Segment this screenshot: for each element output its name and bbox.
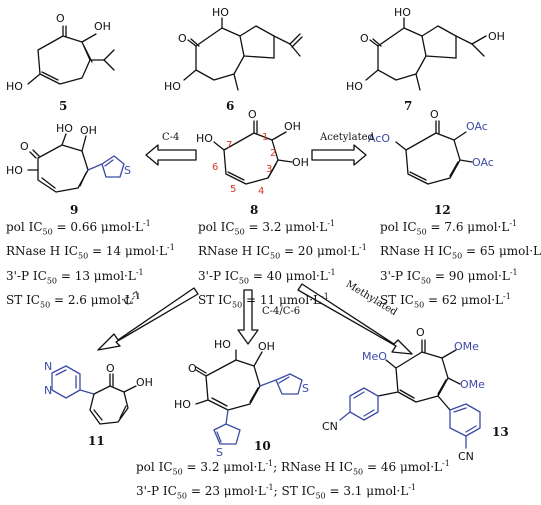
- compound-5-structure: O OH HO: [6, 12, 115, 93]
- arrow-c4c6: C-4/C-6: [237, 289, 300, 345]
- atom-label: O: [178, 32, 187, 45]
- ring-number: 3: [266, 164, 272, 175]
- atom-label: HO: [212, 6, 229, 19]
- compound-label-9: 9: [70, 203, 78, 217]
- compound-6-structure: HO O HO: [164, 6, 303, 93]
- atom-label: OMe: [454, 340, 479, 353]
- atom-label: HO: [174, 398, 191, 411]
- atom-label: HO: [214, 338, 231, 351]
- ic50-value: RNase H IC50 = 20 μmol·L-1: [198, 243, 367, 261]
- compound-label-6: 6: [226, 99, 234, 113]
- ic50-value: ST IC50 = 62 μmol·L-1: [380, 292, 511, 310]
- ring-number: 1: [262, 132, 268, 143]
- atom-label: N: [44, 360, 52, 373]
- ic50-value: RNase H IC50 = 14 μmol·L-1: [6, 243, 175, 261]
- compound-label-13: 13: [492, 425, 509, 439]
- compound-label-7: 7: [404, 99, 412, 113]
- atom-label: O: [416, 326, 425, 339]
- atom-label: CN: [322, 420, 338, 433]
- ring-number: 6: [212, 162, 218, 173]
- ring-number: 4: [258, 186, 264, 197]
- ic50-value: RNase H IC50 = 46 μmol·L-1: [280, 459, 450, 477]
- arrow-c4: C-4: [145, 132, 197, 166]
- compound-8-structure: O OH HO OH 1 2 3 4 5 6 7: [196, 108, 309, 197]
- ic50-value: ST IC50 = 2.6 μmol·L-1: [6, 292, 141, 310]
- atom-label: OH: [94, 20, 111, 33]
- ic50-value: 3'-P IC50 = 13 μmol·L-1: [6, 267, 144, 286]
- atom-label: OH: [488, 30, 505, 43]
- arrow-label: C-4: [162, 132, 179, 143]
- atom-label: OH: [136, 376, 153, 389]
- atom-label: AcO: [368, 132, 390, 145]
- ic50-value: 3'-P IC50 = 23 μmol·L-1: [136, 483, 274, 501]
- arrow-label: C-4/C-6: [262, 306, 300, 317]
- atom-label: O: [188, 362, 197, 375]
- ic50-value: ST IC50 = 3.1 μmol·L-1: [281, 483, 417, 501]
- atom-label: CN: [458, 450, 474, 463]
- atom-label: N: [44, 384, 52, 397]
- compound-10-structure: HO OH O HO S S: [174, 338, 309, 459]
- compound-label-12: 12: [434, 203, 451, 217]
- atom-label: S: [216, 446, 223, 459]
- arrow-acetylated: Acetylated: [311, 132, 375, 166]
- atom-label: HO: [6, 80, 23, 93]
- compound-label-11: 11: [88, 434, 105, 448]
- compound-label-10: 10: [254, 439, 271, 453]
- ic50-value: pol IC50 = 3.2 μmol·L-1: [136, 459, 274, 477]
- atom-label: OAc: [472, 156, 494, 169]
- ic50-list-compound-10: pol IC50 = 3.2 μmol·L-1; RNase H IC50 = …: [136, 459, 450, 501]
- ring-number: 2: [270, 148, 276, 159]
- atom-label: OMe: [460, 378, 485, 391]
- ic50-value: ST IC50 = 11 μmol·L-1: [198, 292, 329, 310]
- atom-label: O: [56, 12, 65, 25]
- ic50-value: pol IC50 = 0.66 μmol·L-1: [6, 219, 151, 237]
- atom-label: O: [360, 32, 369, 45]
- arrow-label: Acetylated: [319, 132, 375, 143]
- atom-label: OH: [258, 340, 275, 353]
- compound-9-structure: HO OH O HO S: [6, 122, 131, 193]
- atom-label: HO: [394, 6, 411, 19]
- compound-11-structure: N N O OH: [44, 360, 153, 425]
- atom-label: HO: [164, 80, 181, 93]
- atom-label: O: [430, 108, 439, 121]
- atom-label: O: [20, 140, 29, 153]
- atom-label: OH: [284, 120, 301, 133]
- atom-label: O: [248, 108, 257, 121]
- ic50-value: 3'-P IC50 = 40 μmol·L-1: [198, 267, 336, 286]
- atom-label: O: [106, 362, 115, 375]
- compound-12-structure: O OAc AcO OAc: [368, 108, 494, 185]
- atom-label: OH: [80, 124, 97, 137]
- ic50-value: RNase H IC50 = 65 μmol·L-1: [380, 244, 541, 261]
- ic50-value: pol IC50 = 7.6 μmol·L-1: [380, 219, 518, 237]
- atom-label: HO: [196, 132, 213, 145]
- atom-label: HO: [6, 164, 23, 177]
- compound-label-8: 8: [250, 203, 258, 217]
- compound-13-structure: O MeO OMe OMe CN CN: [322, 326, 485, 463]
- atom-label: HO: [346, 80, 363, 93]
- ring-number: 5: [230, 184, 236, 195]
- atom-label: HO: [56, 122, 73, 135]
- compound-7-structure: HO O HO OH: [346, 6, 505, 93]
- atom-label: S: [124, 164, 131, 177]
- atom-label: S: [302, 382, 309, 395]
- ic50-value: 3'-P IC50 = 90 μmol·L-1: [380, 267, 518, 286]
- atom-label: OH: [292, 156, 309, 169]
- ring-number: 7: [226, 140, 232, 151]
- atom-label: OAc: [466, 120, 488, 133]
- compound-label-5: 5: [59, 99, 67, 113]
- ic50-value: pol IC50 = 3.2 μmol·L-1: [198, 219, 336, 237]
- atom-label: MeO: [362, 350, 387, 363]
